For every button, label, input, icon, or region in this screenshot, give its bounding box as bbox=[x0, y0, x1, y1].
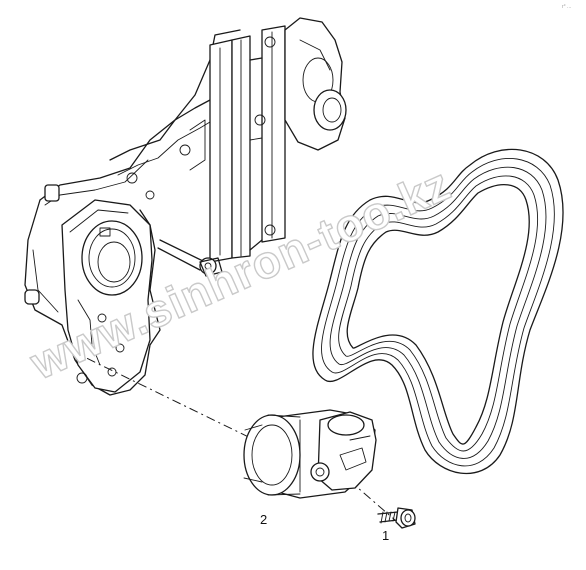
belt-tensioner bbox=[243, 409, 377, 499]
assembly-center-line bbox=[69, 349, 266, 446]
bracket-housing bbox=[24, 17, 347, 396]
callout-bolt: 1 bbox=[382, 528, 389, 543]
corner-mark: r° ... bbox=[562, 4, 571, 10]
bolt bbox=[377, 507, 416, 529]
poly-v-belt bbox=[312, 148, 564, 475]
callout-tensioner: 2 bbox=[260, 512, 267, 527]
